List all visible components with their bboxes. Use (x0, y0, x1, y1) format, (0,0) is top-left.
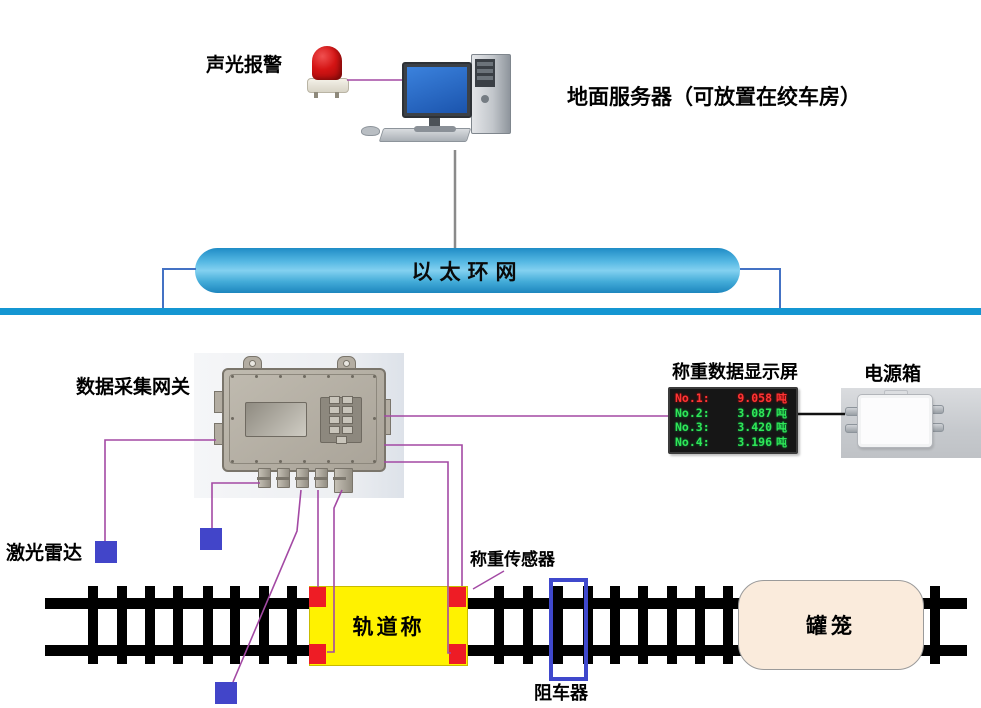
track-tie (723, 586, 733, 664)
led-row-no: No.1: (675, 391, 710, 405)
power-box-label: 电源箱 (864, 363, 922, 385)
track-tie (523, 586, 533, 664)
gateway-inner-panel (229, 374, 377, 464)
track-scale: 轨道称 (309, 586, 468, 666)
cage-label: 罐笼 (806, 614, 856, 638)
track-rail-bottom (45, 645, 967, 656)
track-tie (117, 586, 127, 664)
led-row-value: 3.420 (737, 420, 772, 435)
gateway-label: 数据采集网关 (76, 376, 191, 398)
weighing-led-display: No.1: 9.058 吨 No.2: 3.087 吨 No.3: 3.420 … (668, 387, 798, 454)
tower-power-button (481, 95, 489, 103)
gateway-cable-gland (276, 468, 290, 488)
wire-ring-left (162, 268, 196, 308)
monitor-base (414, 126, 456, 132)
led-row-unit: 吨 (776, 392, 787, 405)
power-box-enclosure (857, 394, 933, 448)
computer-monitor-icon (402, 62, 472, 118)
alarm-label: 声光报警 (206, 54, 283, 76)
track-tie (145, 586, 155, 664)
display-label: 称重数据显示屏 (672, 362, 798, 383)
track-tie (583, 586, 593, 664)
alarm-beacon-base (307, 78, 349, 93)
led-row-2: No.2: 3.087 吨 (675, 405, 791, 420)
track-scale-label: 轨道称 (352, 615, 425, 639)
led-row-unit: 吨 (776, 435, 787, 449)
gateway-cable-gland (333, 468, 353, 493)
load-sensor-icon (449, 644, 466, 664)
track-tie (610, 586, 620, 664)
gateway-display-window (245, 402, 307, 437)
server-label: 地面服务器（可放置在绞车房） (567, 85, 861, 109)
computer-tower-icon (471, 54, 511, 134)
track-rail-top (45, 598, 967, 609)
gateway-cable-gland (314, 468, 328, 488)
load-sensor-icon (309, 587, 326, 607)
lidar-sensor-icon (215, 682, 237, 704)
track-tie (173, 586, 183, 664)
car-stopper-label: 阻车器 (534, 683, 588, 704)
load-sensor-icon (309, 644, 326, 664)
led-row-3: No.3: 3.420 吨 (675, 420, 791, 435)
led-row-no: No.3: (675, 420, 710, 435)
track-tie (930, 586, 940, 664)
track-tie (638, 586, 648, 664)
alarm-beacon-leg (314, 92, 318, 98)
led-row-no: No.4: (675, 434, 710, 449)
gateway-keypad (320, 396, 362, 444)
track-tie (695, 586, 705, 664)
alarm-beacon-leg (335, 92, 339, 98)
gateway-cable-gland (295, 468, 309, 488)
led-row-value: 9.058 (737, 391, 772, 405)
led-row-no: No.2: (675, 405, 710, 420)
track-tie (667, 586, 677, 664)
lidar-label: 激光雷达 (6, 542, 83, 564)
track-tie (553, 586, 563, 664)
load-sensor-label: 称重传感器 (470, 550, 555, 570)
track-tie (494, 586, 504, 664)
car-stopper-rect (549, 578, 588, 681)
wire-ring-right (740, 268, 781, 308)
led-row-1: No.1: 9.058 吨 (675, 391, 791, 406)
cage: 罐笼 (738, 580, 924, 670)
lidar-sensor-icon (200, 528, 222, 550)
track-tie (88, 586, 98, 664)
led-row-value: 3.087 (737, 405, 772, 420)
monitor-stand (429, 114, 440, 127)
load-sensor-icon (449, 587, 466, 607)
lidar-sensor-icon (95, 541, 117, 563)
tower-drive-bays (475, 59, 495, 87)
track-tie (203, 586, 213, 664)
led-row-unit: 吨 (776, 406, 787, 420)
gateway-screws (231, 375, 234, 378)
gateway-cable-gland (257, 468, 271, 488)
led-row-value: 3.196 (737, 434, 772, 449)
ethernet-backbone-line (0, 308, 981, 315)
alarm-beacon-dome (312, 46, 342, 80)
led-row-4: No.4: 3.196 吨 (675, 434, 791, 449)
ethernet-ring-label: 以太环网 (411, 259, 524, 284)
ethernet-ring-pill: 以太环网 (195, 248, 740, 293)
computer-mouse-icon (361, 126, 380, 136)
led-row-unit: 吨 (776, 421, 787, 435)
